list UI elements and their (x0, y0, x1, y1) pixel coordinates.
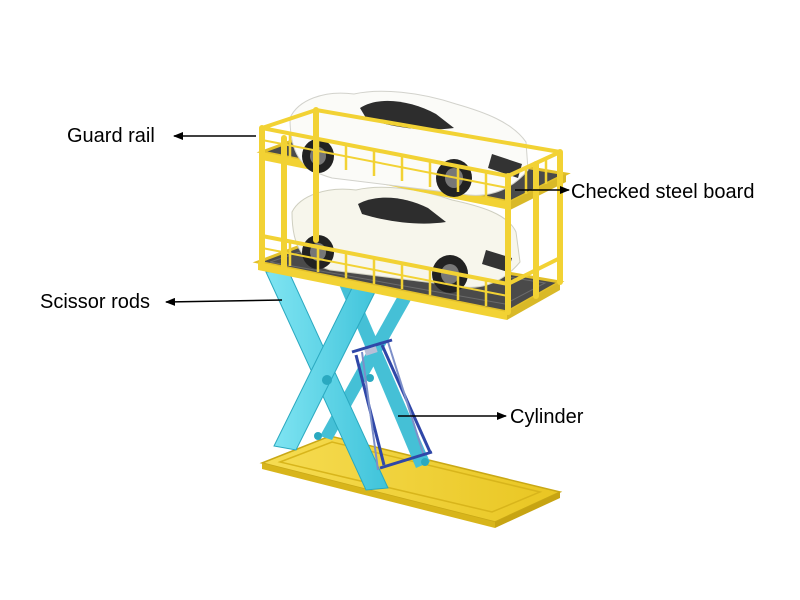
callout-arrows (165, 132, 570, 420)
guard-rail-lower-balusters (288, 242, 488, 306)
scissor-rods (265, 269, 430, 491)
guard-rail-lower (261, 234, 561, 297)
guard-rail-label: Guard rail (67, 125, 155, 147)
upper-car (289, 90, 529, 197)
guard-rail-upper (261, 108, 561, 189)
checked-steel-board-label: Checked steel board (571, 181, 755, 203)
scissor-rods-arrow (165, 297, 283, 306)
cylinder-label: Cylinder (510, 406, 584, 428)
frame-posts (259, 107, 563, 315)
base-plate (259, 435, 563, 528)
hydraulic-cylinder (351, 338, 433, 471)
scissor-rods-label: Scissor rods (40, 291, 151, 313)
